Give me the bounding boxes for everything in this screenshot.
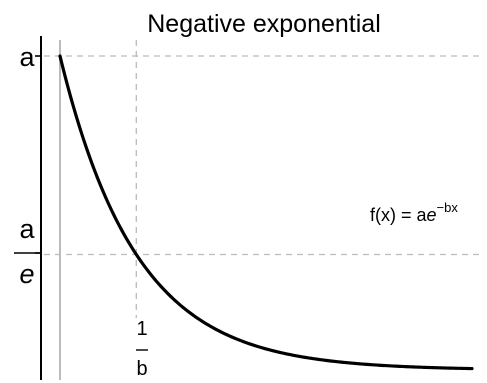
y-tick-label-a: a [19,42,35,72]
x-tick-label-numerator: 1 [136,318,147,340]
x-tick-label-denominator: b [136,358,147,380]
series-line [58,54,474,371]
formula-annotation: f(x) = ae−bx [370,200,458,225]
formula-base: e [427,205,437,225]
chart-title: Negative exponential [147,10,381,38]
formula-exponent: −bx [437,200,459,215]
y-tick-label-a-over-e-numerator: a [19,214,35,244]
formula-prefix: f(x) = a [370,205,428,225]
y-tick-label-a-over-e-denominator: e [19,259,34,289]
